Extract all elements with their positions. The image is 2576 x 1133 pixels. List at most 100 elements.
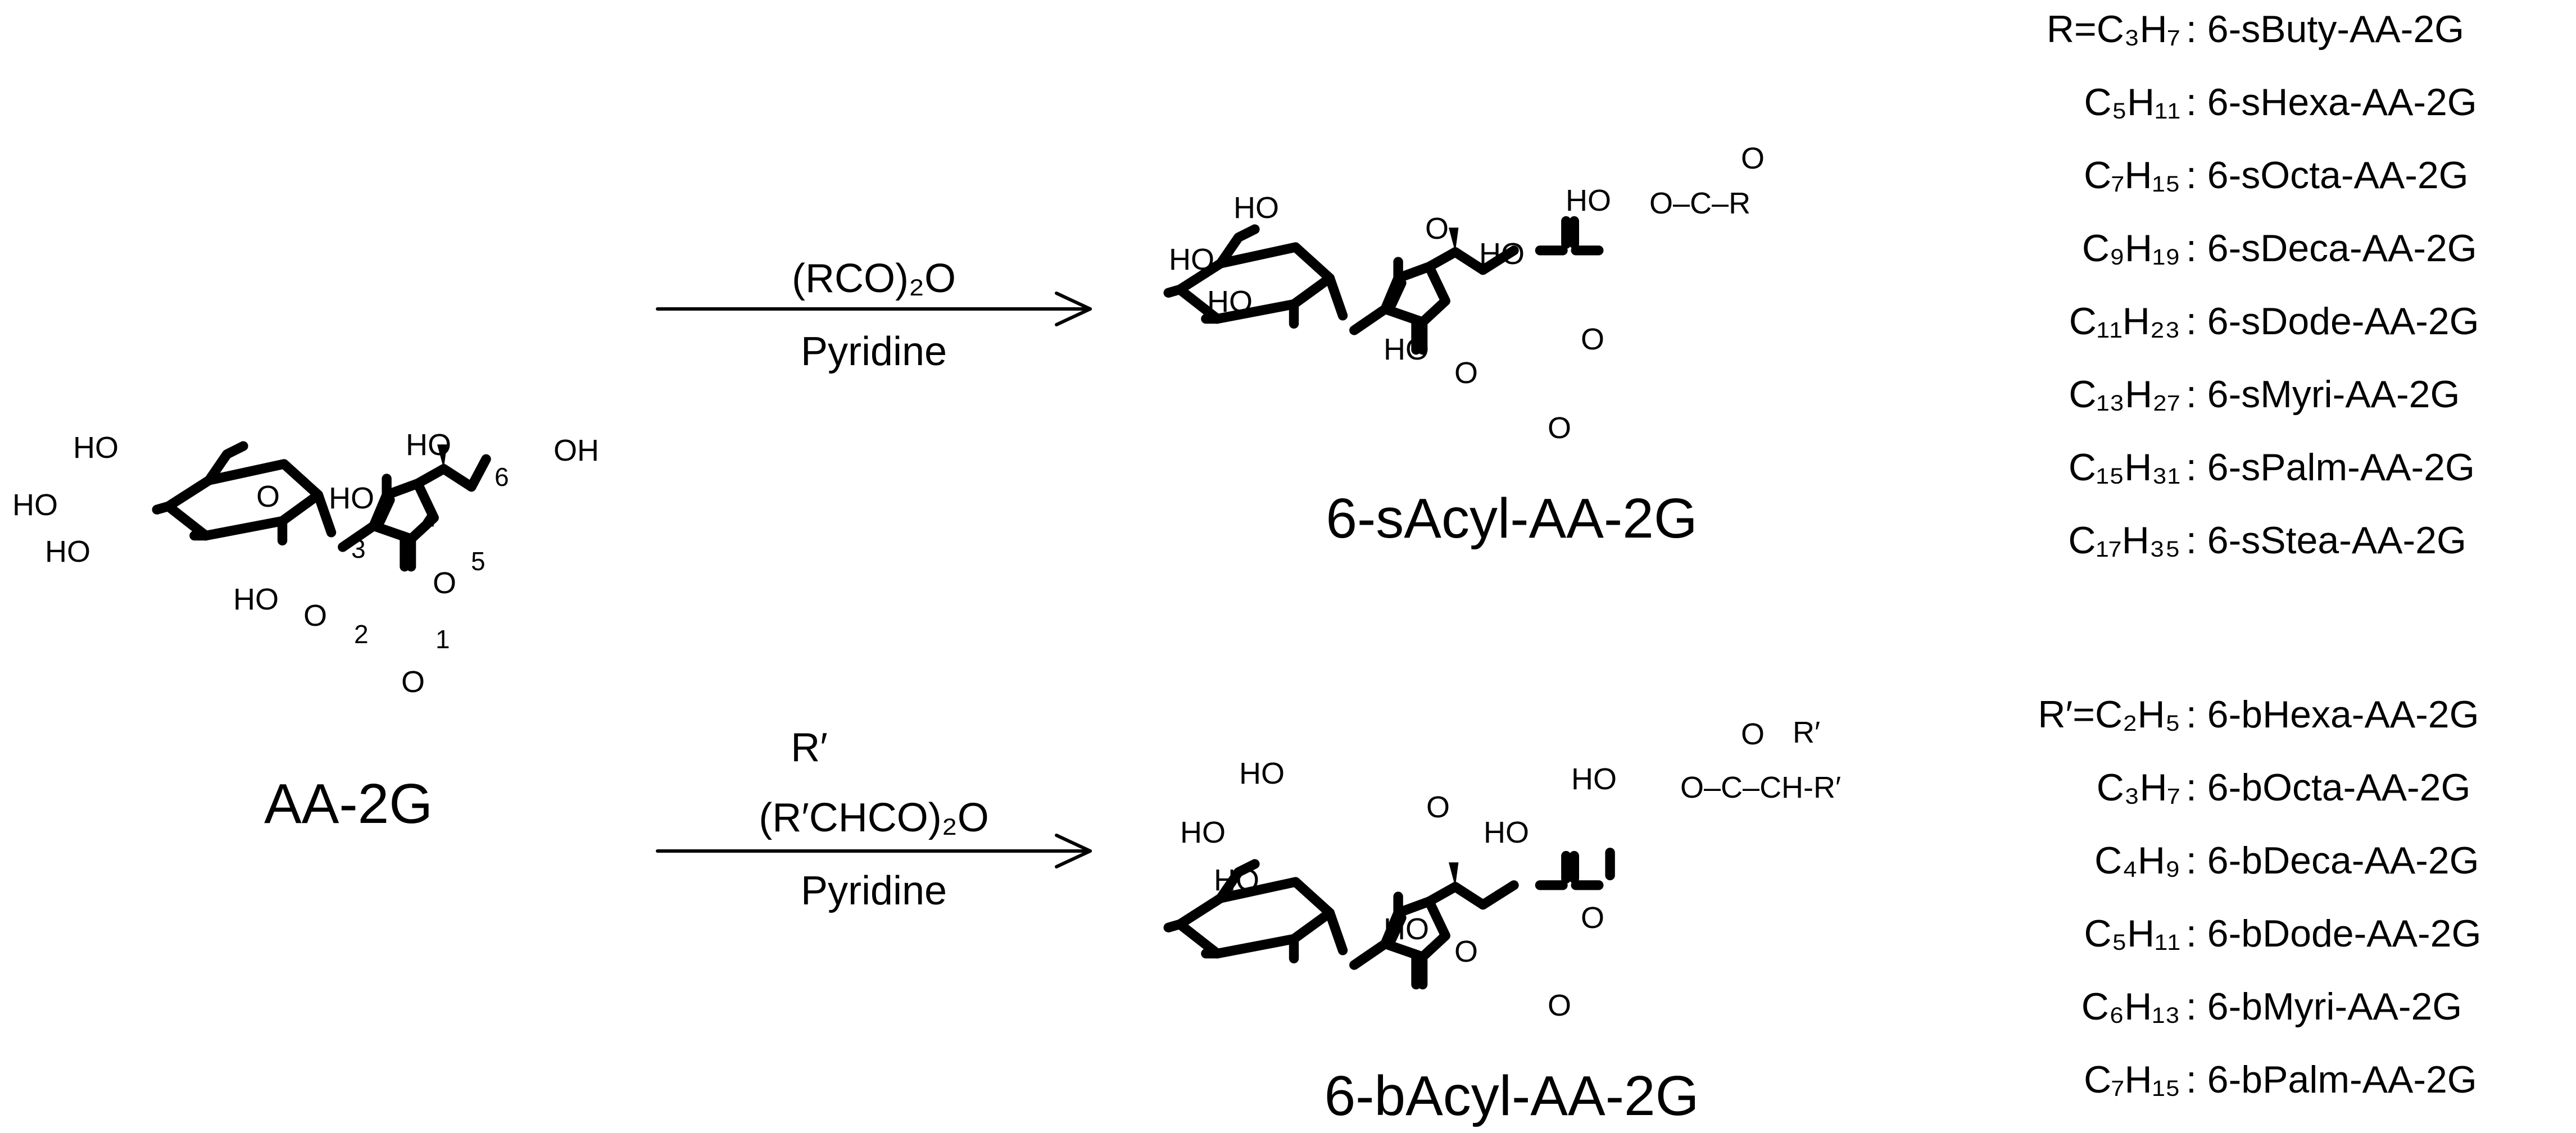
derivative-name: : 6-sOcta-AA-2G [2186, 154, 2469, 197]
carbon-number-2: 2 [354, 620, 369, 649]
derivative-name: : 6-sStea-AA-2G [2186, 519, 2466, 562]
carbon-number-1: 1 [436, 625, 450, 654]
acyl-group: R′=C₂H₅ [2038, 693, 2180, 736]
straight-chain-list: R=C₃H₇ : 6-sButy-AA-2G C₅H₁₁ : 6-sHexa-A… [2047, 8, 2479, 562]
bacyl-labels: HO HO HO HO O O HO HO O O O R′ O–C–CH-R′ [1180, 716, 1841, 1022]
sacyl-ester-carbonyl-o: O [1741, 142, 1765, 175]
reaction-bottom-solvent: Pyridine [801, 868, 947, 913]
acyl-group: C₁₁H₂₃ [2069, 300, 2180, 343]
bacyl-ho-3asc: HO [1484, 816, 1529, 849]
derivative-name: : 6-sDode-AA-2G [2186, 300, 2479, 343]
acyl-group: C₇H₁₅ [2084, 154, 2180, 197]
bacyl-branch-r: R′ [1793, 716, 1820, 749]
acyl-group: C₁₅H₃₁ [2069, 446, 2180, 489]
aa2g-lactone-o: O [433, 566, 456, 600]
acyl-group: C₆H₁₃ [2081, 985, 2180, 1028]
acyl-group: C₅H₁₁ [2084, 81, 2181, 124]
acyl-group: R=C₃H₇ [2047, 8, 2180, 51]
list-item: C₅H₁₁ : 6-bDode-AA-2G [2084, 912, 2482, 955]
sacyl-name: 6-sAcyl-AA-2G [1326, 487, 1697, 550]
sacyl-ho-6: HO [1233, 191, 1279, 225]
aa2g-ho-2: HO [233, 583, 279, 616]
aa2g-glyco-o: O [303, 599, 327, 633]
sacyl-carbonyl-o: O [1548, 411, 1571, 445]
bacyl-glyco-o: O [1454, 935, 1478, 968]
acyl-group: C₁₇H₃₅ [2068, 519, 2180, 562]
aa2g-labels: HO HO HO HO O O HO HO OH O O 1 2 3 4 5 6 [12, 428, 599, 699]
reaction-bottom-branch: R′ [791, 725, 828, 770]
acyl-group: C₉H₁₉ [2082, 227, 2180, 270]
derivative-name: : 6-bDeca-AA-2G [2186, 839, 2479, 882]
derivative-name: : 6-sDeca-AA-2G [2186, 227, 2477, 270]
reaction-arrow-top [656, 292, 1092, 326]
derivative-name: : 6-bMyri-AA-2G [2186, 985, 2462, 1028]
sacyl-ho-4: HO [1169, 243, 1214, 276]
derivative-name: : 6-bDode-AA-2G [2186, 912, 2481, 955]
acyl-group: C₅H₁₁ [2084, 912, 2181, 955]
aa2g-carbonyl-o: O [401, 665, 425, 699]
sacyl-ester-chain: O–C–R [1649, 186, 1750, 220]
bacyl-ester-chain: O–C–CH-R′ [1680, 771, 1841, 804]
list-item: C₁₃H₂₇ : 6-sMyri-AA-2G [2069, 373, 2460, 416]
reaction-arrow-bottom [656, 834, 1092, 868]
bacyl-ester-carbonyl-o: O [1741, 717, 1765, 751]
aa2g-ho-4: HO [12, 488, 58, 522]
list-item: C₁₇H₃₅ : 6-sStea-AA-2G [2068, 519, 2466, 562]
derivative-name: : 6-bHexa-AA-2G [2186, 693, 2479, 736]
acyl-group: C₄H₉ [2094, 839, 2180, 882]
bacyl-carbonyl-o: O [1548, 989, 1571, 1022]
bacyl-name: 6-bAcyl-AA-2G [1325, 1064, 1699, 1127]
list-item: C₉H₁₉ : 6-sDeca-AA-2G [2082, 227, 2477, 270]
acyl-group: C₇H₁₅ [2084, 1058, 2180, 1101]
aa2g-oh-6: OH [554, 434, 599, 467]
list-item: R′=C₂H₅ : 6-bHexa-AA-2G [2038, 693, 2479, 736]
list-item: C₃H₇ : 6-bOcta-AA-2G [2097, 766, 2471, 809]
list-item: R=C₃H₇ : 6-sButy-AA-2G [2047, 8, 2464, 51]
sacyl-ring-o: O [1425, 212, 1449, 245]
derivative-name: : 6-sButy-AA-2G [2186, 8, 2464, 51]
aa2g-ho-3: HO [45, 535, 90, 568]
reaction-top-reagent: (RCO)₂O [792, 256, 956, 301]
sacyl-ho-2: HO [1384, 333, 1429, 366]
sacyl-lactone-o: O [1581, 322, 1604, 356]
aa2g-name: AA-2G [264, 772, 433, 835]
list-item: C₁₁H₂₃ : 6-sDode-AA-2G [2069, 300, 2479, 343]
aa2g-ring-o: O [256, 480, 280, 513]
aa2g-ho-5: HO [406, 428, 451, 462]
list-item: C₄H₉ : 6-bDeca-AA-2G [2094, 839, 2479, 882]
acyl-group: C₁₃H₂₇ [2069, 373, 2180, 416]
reaction-bottom-reagent: (R′CHCO)₂O [759, 795, 988, 840]
derivative-name: : 6-sMyri-AA-2G [2186, 373, 2460, 416]
bacyl-lactone-o: O [1581, 901, 1604, 935]
aa2g-ho-6: HO [73, 431, 119, 465]
derivative-name: : 6-bPalm-AA-2G [2186, 1058, 2477, 1101]
list-item: C₅H₁₁ : 6-sHexa-AA-2G [2084, 81, 2477, 124]
sacyl-labels: HO HO HO HO O O HO HO O O O O–C–R [1169, 142, 1765, 445]
branched-chain-list: R′=C₂H₅ : 6-bHexa-AA-2G C₃H₇ : 6-bOcta-A… [2038, 693, 2481, 1101]
sacyl-ho-3: HO [1207, 285, 1253, 318]
bacyl-ring-o: O [1426, 790, 1450, 824]
reaction-top-solvent: Pyridine [801, 329, 947, 374]
bacyl-ho-5: HO [1571, 762, 1617, 796]
derivative-name: : 6-bOcta-AA-2G [2186, 766, 2470, 809]
acyl-group: C₃H₇ [2097, 766, 2180, 809]
bacyl-ho-2: HO [1384, 912, 1429, 946]
carbon-number-6: 6 [495, 462, 509, 492]
carbon-number-5: 5 [471, 547, 486, 576]
list-item: C₆H₁₃ : 6-bMyri-AA-2G [2081, 985, 2462, 1028]
aa2g-ho-3asc: HO [329, 481, 374, 515]
sacyl-glyco-o: O [1454, 356, 1478, 390]
sacyl-ho-3asc: HO [1479, 237, 1525, 271]
bacyl-ho-3: HO [1214, 863, 1259, 897]
bacyl-ho-6: HO [1239, 757, 1285, 790]
bacyl-structure [1168, 848, 1615, 985]
sacyl-ho-5: HO [1566, 184, 1611, 217]
carbon-number-4: 4 [423, 503, 437, 532]
aa2g-structure [157, 444, 491, 567]
derivative-name: : 6-sPalm-AA-2G [2186, 446, 2475, 489]
derivative-name: : 6-sHexa-AA-2G [2186, 81, 2477, 124]
sacyl-structure [1168, 216, 1604, 350]
list-item: C₇H₁₅ : 6-sOcta-AA-2G [2084, 154, 2469, 197]
carbon-number-3: 3 [351, 534, 366, 563]
